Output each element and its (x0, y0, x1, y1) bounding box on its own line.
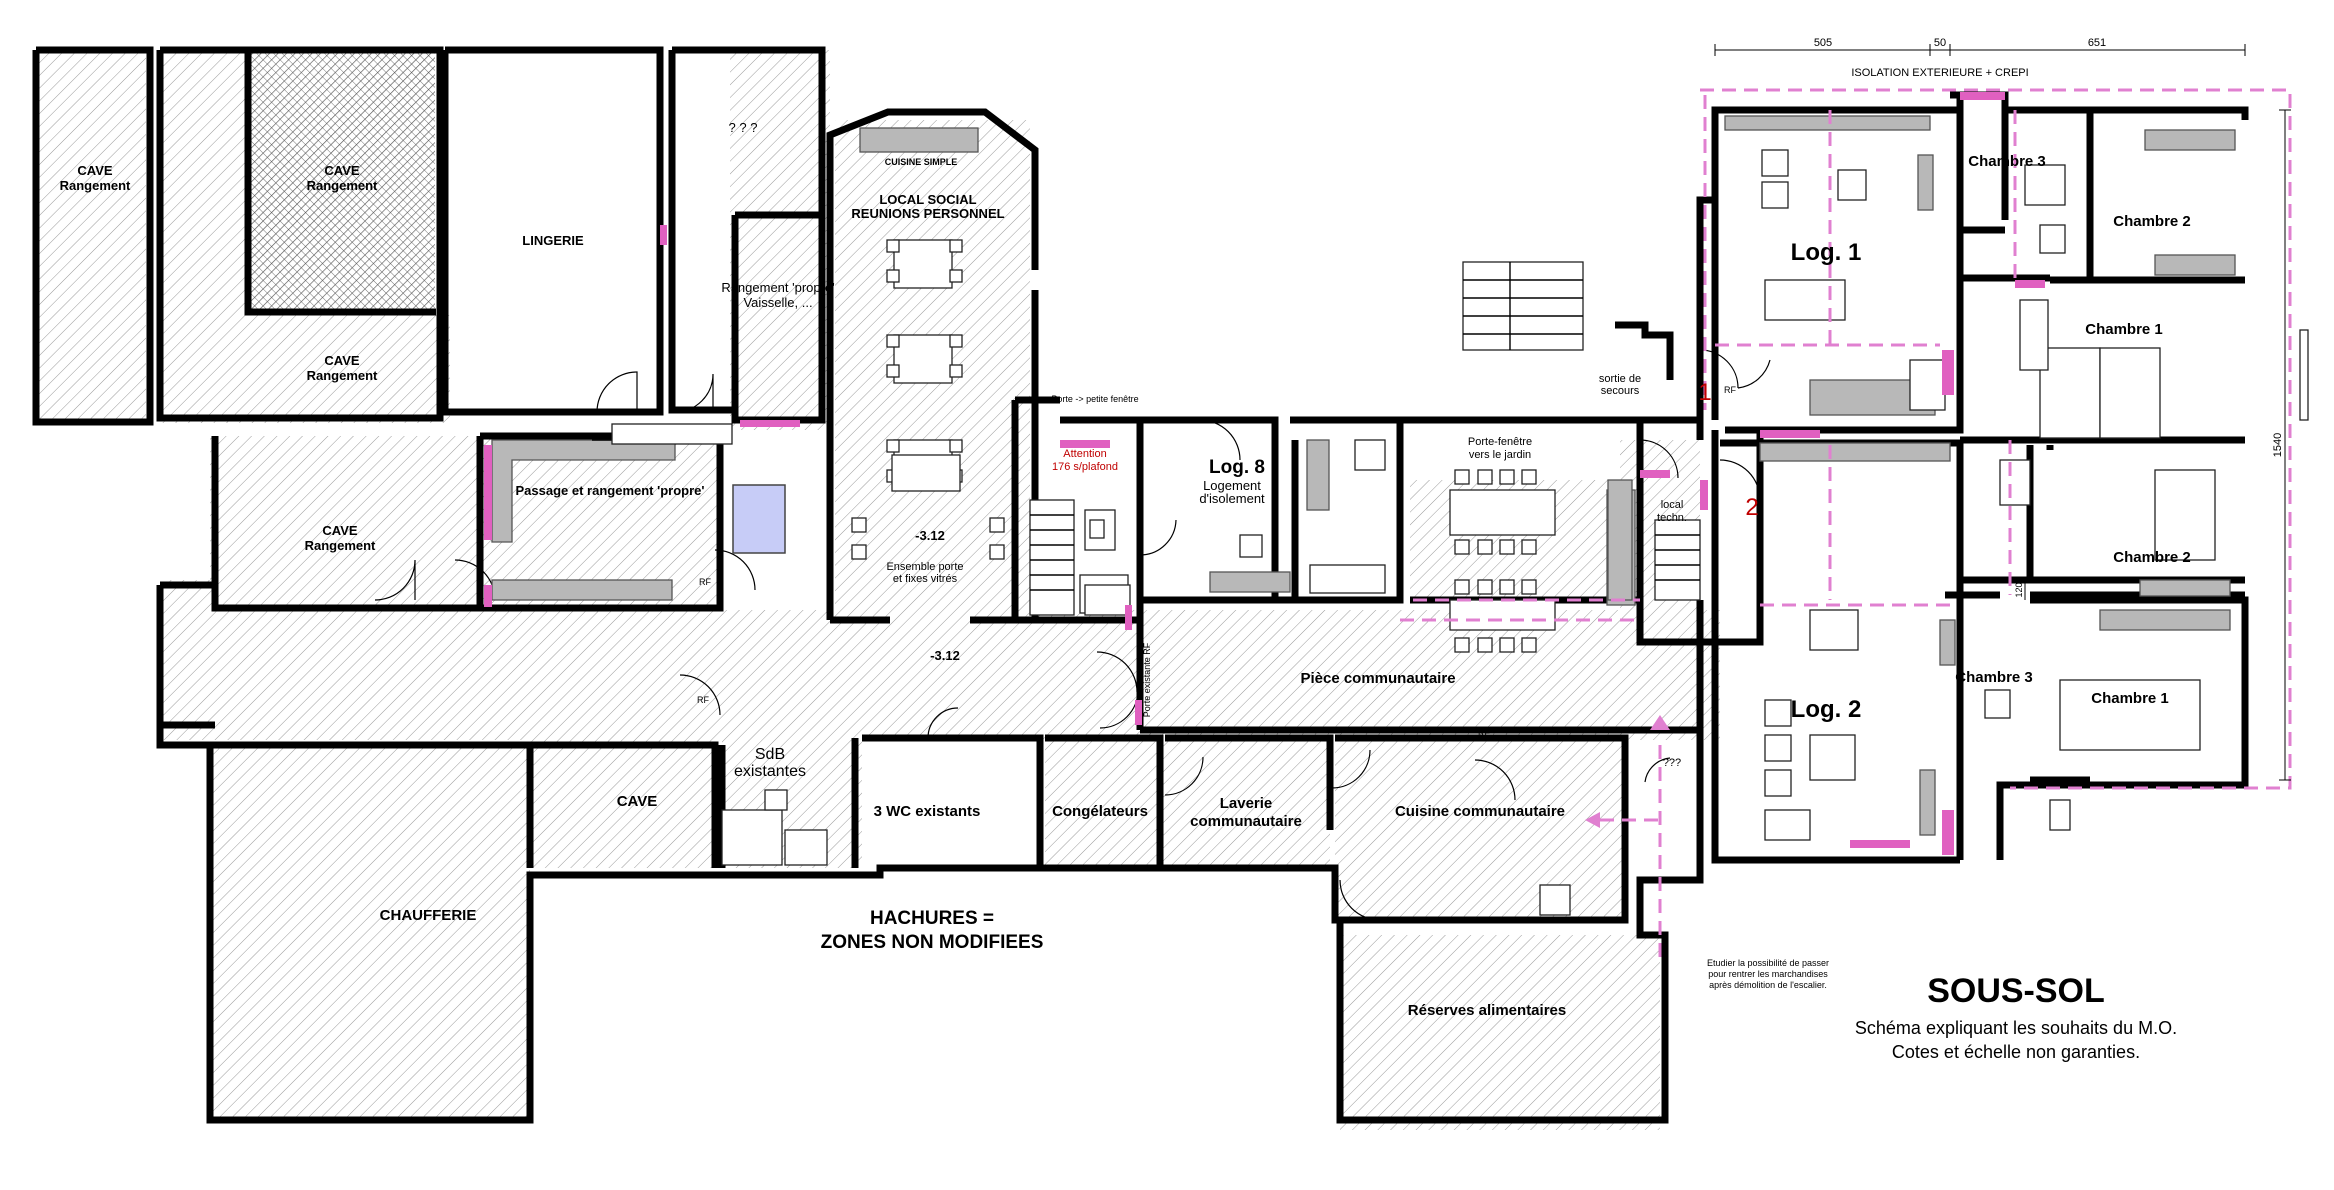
label-cave-3b: Rangement (307, 368, 378, 383)
label-lingerie: LINGERIE (522, 233, 584, 248)
furniture-log2 (1759, 442, 2231, 841)
label-log8: Log. 8 (1209, 457, 1265, 478)
label-wc: 3 WC existants (874, 803, 981, 820)
plan-title: SOUS-SOL (1927, 972, 2105, 1010)
furniture-sanitary (721, 519, 1571, 916)
label-porte-fenetre-a: Porte-fenêtre (1468, 436, 1532, 448)
label-chambre-3-top: Chambre 3 (1968, 153, 2046, 170)
furniture-log1 (1724, 115, 2236, 597)
label-piece-communautaire: Pièce communautaire (1300, 670, 1455, 687)
furniture-passage (491, 423, 786, 601)
label-log2: Log. 2 (1791, 696, 1862, 723)
dim-top-mid: 50 (1934, 37, 1946, 49)
dimension-lines (1714, 44, 2309, 781)
label-cave-small: CAVE (617, 793, 658, 810)
label-porte-fenetre-note: Porte -> petite fenêtre (1051, 394, 1138, 404)
dimension-labels: 505 50 651 ISOLATION EXTERIEURE + CREPI … (1814, 37, 2284, 598)
label-porte-fenetre-b: vers le jardin (1469, 449, 1531, 461)
label-reserves: Réserves alimentaires (1408, 1002, 1566, 1019)
label-cave-4b: Rangement (305, 538, 376, 553)
title-block: SOUS-SOL Schéma expliquant les souhaits … (1855, 972, 2177, 1062)
label-chambre-2-top: Chambre 2 (2113, 213, 2191, 230)
label-cuisine-communautaire: Cuisine communautaire (1395, 803, 1565, 820)
label-sortie-b: secours (1601, 385, 1640, 397)
label-congelateurs: Congélateurs (1052, 803, 1148, 820)
dim-isolation: ISOLATION EXTERIEURE + CREPI (1851, 67, 2028, 79)
legend-line-1: HACHURES = (870, 908, 994, 929)
label-local-social-b: REUNIONS PERSONNEL (851, 206, 1004, 221)
label-rf-1: RF (699, 577, 711, 587)
dim-inner: 120 (2014, 582, 2024, 597)
label-laverie-a: Laverie (1220, 795, 1273, 812)
label-log1: Log. 1 (1791, 239, 1862, 266)
label-local-techn-a: local (1661, 499, 1684, 511)
blue-block (732, 484, 786, 554)
label-level-2: -3.12 (930, 648, 960, 663)
label-rangement-propre-b: Vaisselle, ... (743, 295, 812, 310)
walls-left (32, 46, 1704, 1124)
label-sortie-a: sortie de (1599, 373, 1641, 385)
label-cave-2a: CAVE (324, 163, 359, 178)
label-rangement-propre-a: Rangement 'propre' (721, 280, 834, 295)
plan-subtitle-2: Cotes et échelle non garanties. (1892, 1042, 2140, 1062)
label-num-1: 1 (1698, 379, 1711, 406)
doors (374, 349, 1771, 921)
label-chambre-2-bottom: Chambre 2 (2113, 549, 2191, 566)
label-attention-b: 176 s/plafond (1052, 461, 1118, 473)
label-num-2: 2 (1745, 494, 1758, 521)
label-local-social-a: LOCAL SOCIAL (879, 192, 976, 207)
hatched-zones (36, 50, 1720, 1130)
label-rf-2: RF (697, 695, 709, 705)
label-passage: Passage et rangement 'propre' (516, 483, 705, 498)
label-cave-4a: CAVE (322, 523, 357, 538)
label-cuisine-simple: CUISINE SIMPLE (885, 157, 958, 167)
label-unknown: ? ? ? (729, 120, 758, 135)
label-logement-a: Logement (1203, 478, 1261, 493)
label-chambre-1-top: Chambre 1 (2085, 321, 2163, 338)
dim-right-total: 1540 (2272, 433, 2284, 457)
plan-subtitle-1: Schéma expliquant les souhaits du M.O. (1855, 1018, 2177, 1038)
label-cave-3a: CAVE (324, 353, 359, 368)
label-chambre-3-bottom: Chambre 3 (1955, 669, 2033, 686)
label-etudier-2: pour rentrer les marchandises (1708, 969, 1828, 979)
label-cave-1a: CAVE (77, 163, 112, 178)
label-sdb-a: SdB (755, 746, 785, 763)
stairs (1029, 261, 1701, 616)
label-ensemble-porte-a: Ensemble porte (886, 561, 963, 573)
label-ensemble-porte-b: et fixes vitrés (893, 573, 958, 585)
label-rf-3: RF (1478, 728, 1490, 738)
label-attention-a: Attention (1063, 448, 1106, 460)
pink-markup (484, 88, 2292, 960)
label-local-techn-b: techn. (1657, 512, 1687, 524)
label-qqq: ??? (1663, 757, 1681, 769)
furniture-local-social (851, 127, 1005, 560)
dim-top-left: 505 (1814, 37, 1832, 49)
label-cave-2b: Rangement (307, 178, 378, 193)
legend: HACHURES = ZONES NON MODIFIEES (821, 908, 1044, 953)
room-labels: CAVE Rangement CAVE Rangement CAVE Range… (60, 120, 2191, 1019)
label-cave-1b: Rangement (60, 178, 131, 193)
label-sdb-b: existantes (734, 763, 806, 780)
label-chambre-1-bottom: Chambre 1 (2091, 690, 2169, 707)
label-etudier-1: Etudier la possibilité de passer (1707, 958, 1829, 968)
dim-top-right: 651 (2088, 37, 2106, 49)
label-logement-b: d'isolement (1199, 491, 1265, 506)
label-laverie-b: communautaire (1190, 813, 1302, 830)
label-rf-4: RF (1724, 385, 1736, 395)
legend-line-2: ZONES NON MODIFIEES (821, 932, 1044, 953)
label-porte-rf-vertical: Porte existante RF (1142, 642, 1152, 717)
label-etudier-3: après démolition de l'escalier. (1709, 980, 1827, 990)
label-level-1: -3.12 (915, 528, 945, 543)
label-chaufferie: CHAUFFERIE (380, 907, 477, 924)
